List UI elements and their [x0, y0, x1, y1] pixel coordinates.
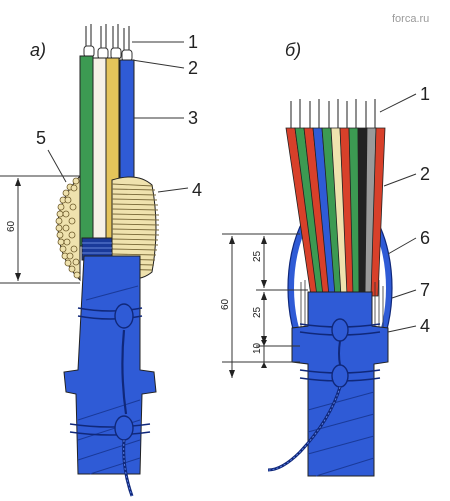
panel-b-callout-6: 6: [420, 228, 430, 248]
panel-b-callouts: 1 2 6 7 4: [379, 84, 430, 336]
panel-b-title: б): [285, 40, 301, 60]
panel-a-callout-5: 5: [36, 128, 46, 148]
panel-b-callout-7: 7: [420, 280, 430, 300]
panel-a-callout-1: 1: [188, 32, 198, 52]
panel-a-callout-4: 4: [192, 180, 202, 200]
panel-b-tube: [267, 291, 389, 477]
panel-a-dim-60: 60: [6, 220, 17, 232]
panel-a-bead-winding: [55, 174, 81, 282]
panel-b: б): [220, 40, 430, 477]
panel-b-callout-1: 1: [420, 84, 430, 104]
panel-b-dim-25-upper: 25: [252, 250, 263, 262]
panel-a-green-conductor: [79, 55, 94, 247]
panel-a-callouts: 1 2 3 4 5: [36, 32, 202, 200]
panel-b-dim-10: 10: [252, 342, 263, 354]
panel-b-callout-4: 4: [420, 316, 430, 336]
panel-a-callout-2: 2: [188, 58, 198, 78]
panel-a: а): [0, 24, 202, 497]
panel-b-dim-25-lower: 25: [252, 306, 263, 318]
panel-a-callout-3: 3: [188, 108, 198, 128]
watermark: forca.ru: [392, 13, 429, 25]
panel-a-tube: [63, 237, 157, 497]
panel-b-dimensions: 60 25 25 10: [220, 233, 308, 378]
panel-b-bare-wires: [290, 99, 376, 128]
panel-b-callout-2: 2: [420, 164, 430, 184]
panel-b-dim-60: 60: [220, 298, 231, 310]
panel-a-binding-wrap: [111, 176, 160, 280]
panel-a-white-conductor: [92, 57, 107, 247]
panel-b-conductor-fan: [285, 127, 386, 297]
panel-a-dimension: 60: [0, 175, 80, 284]
panel-a-title: а): [30, 40, 46, 60]
